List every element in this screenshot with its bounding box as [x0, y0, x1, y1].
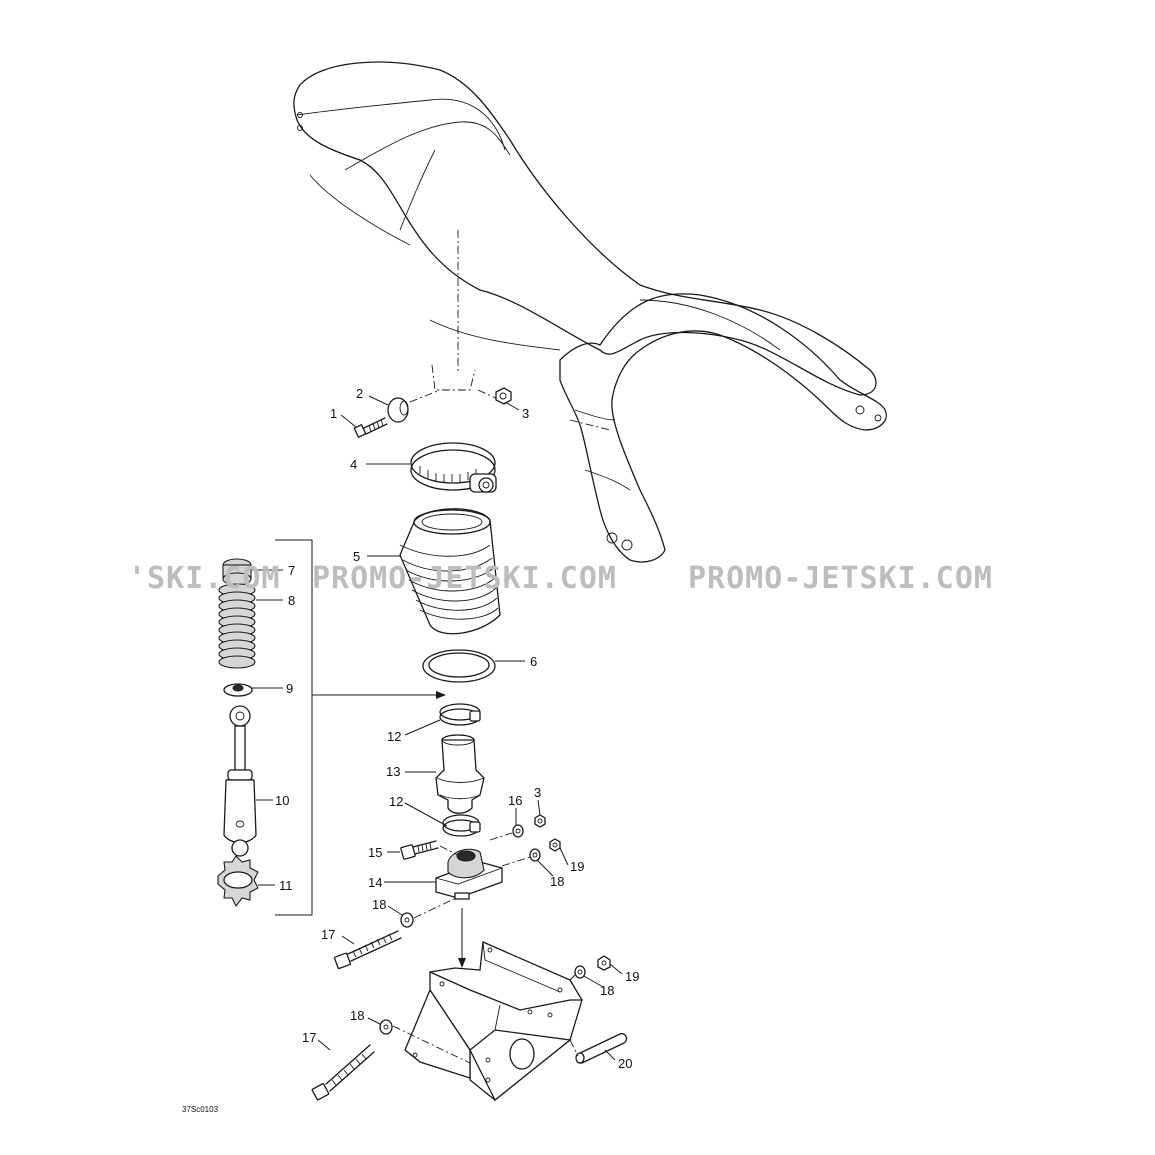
grommet-2	[387, 397, 409, 423]
sleeve-13	[435, 734, 485, 814]
nut-3-lower	[534, 814, 546, 828]
ring-6	[422, 649, 496, 683]
callout-3: 3	[522, 406, 529, 421]
callout-8: 8	[288, 593, 295, 608]
star-nut-11	[217, 855, 259, 908]
seat-frame	[559, 293, 887, 563]
callout-12: 12	[387, 729, 401, 744]
callout-17: 17	[302, 1030, 316, 1045]
callout-17: 17	[321, 927, 335, 942]
callout-18: 18	[350, 1008, 364, 1023]
washer-16	[512, 824, 524, 838]
washer-18-left-lower	[379, 1019, 393, 1035]
watermark: 'SKI.COM PROMO-JETSKI.COM PROMO-JETSKI.C…	[128, 561, 993, 596]
watermark-text-2: PROMO-JETSKI.COM	[312, 561, 617, 596]
callout-2: 2	[356, 386, 363, 401]
callout-9: 9	[286, 681, 293, 696]
callout-6: 6	[530, 654, 537, 669]
shock-absorber-assembly	[217, 558, 259, 908]
bolt-17-upper	[333, 930, 402, 970]
callout-leaders	[252, 395, 623, 1061]
callout-16: 16	[508, 793, 522, 808]
callout-18: 18	[372, 897, 386, 912]
spring-8	[218, 583, 256, 669]
callout-4: 4	[350, 457, 357, 472]
watermark-text-1: 'SKI.COM	[128, 561, 281, 596]
watermark-text-3: PROMO-JETSKI.COM	[688, 561, 993, 596]
callout-15: 15	[368, 845, 382, 860]
diagram-reference-code: 37Sc0103	[182, 1105, 219, 1114]
callout-14: 14	[368, 875, 382, 890]
mount-14	[435, 848, 503, 900]
callout-18: 18	[550, 874, 564, 889]
clamp-12-lower	[442, 814, 481, 837]
clamp-12-upper	[439, 703, 481, 726]
bellows-5	[399, 508, 501, 635]
nut-3-upper	[495, 387, 512, 405]
washer-18-mount	[529, 848, 541, 862]
callout-10: 10	[275, 793, 289, 808]
callout-labels: 1 2 3 4 5 6 7 8 9 10 11 12 13 12 16 3 15…	[275, 386, 639, 1071]
shock-body-10	[223, 705, 257, 857]
seat	[293, 61, 877, 396]
callout-5: 5	[353, 549, 360, 564]
washer-18-left-upper	[400, 912, 414, 928]
screw-1	[353, 417, 388, 439]
callout-3: 3	[534, 785, 541, 800]
callout-1: 1	[330, 406, 337, 421]
callout-20: 20	[618, 1056, 632, 1071]
bolt-17-lower	[311, 1044, 375, 1101]
callout-11: 11	[279, 878, 293, 893]
nut-19-right	[597, 955, 611, 971]
callout-19: 19	[570, 859, 584, 874]
callout-12: 12	[389, 794, 403, 809]
hose-clamp-4	[410, 442, 497, 493]
callout-19: 19	[625, 969, 639, 984]
washer-18-right	[574, 965, 586, 979]
nut-19-mount	[549, 838, 561, 852]
callout-13: 13	[386, 764, 400, 779]
base-bracket	[404, 941, 583, 1102]
callout-7: 7	[288, 563, 295, 578]
callout-18: 18	[600, 983, 614, 998]
bolt-15	[400, 840, 439, 860]
